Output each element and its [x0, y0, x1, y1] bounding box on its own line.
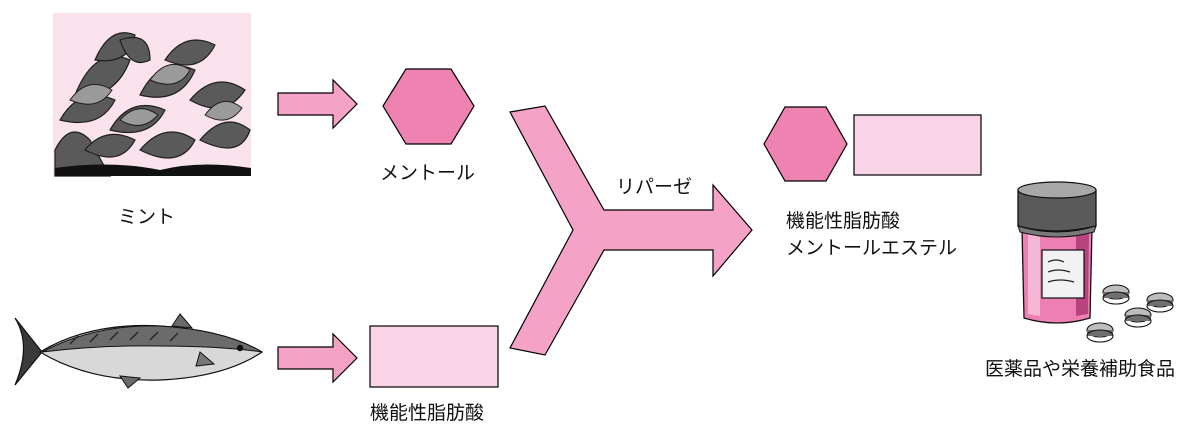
application-label: 医薬品や栄養補助食品 — [985, 358, 1176, 380]
mint-image — [53, 13, 251, 177]
lipase-reaction-arrow — [509, 105, 753, 356]
product-rectangle — [853, 114, 982, 176]
fish-image — [14, 313, 264, 389]
arrow-fish-to-fatty-acid — [277, 332, 358, 384]
product-label-line1: 機能性脂肪酸 — [786, 210, 901, 232]
product-label-line2: メントールエステル — [786, 237, 958, 259]
product-hexagon — [763, 106, 848, 182]
menthol-hexagon — [382, 68, 475, 145]
arrow-mint-to-menthol — [277, 78, 358, 130]
mint-label: ミント — [118, 206, 176, 228]
fatty-acid-label: 機能性脂肪酸 — [370, 402, 485, 424]
menthol-label: メントール — [380, 162, 476, 184]
lipase-label: リパーゼ — [616, 176, 693, 198]
tablets-image — [1086, 284, 1174, 343]
medicine-bottle-image — [1017, 181, 1097, 324]
fatty-acid-rectangle — [369, 325, 499, 388]
